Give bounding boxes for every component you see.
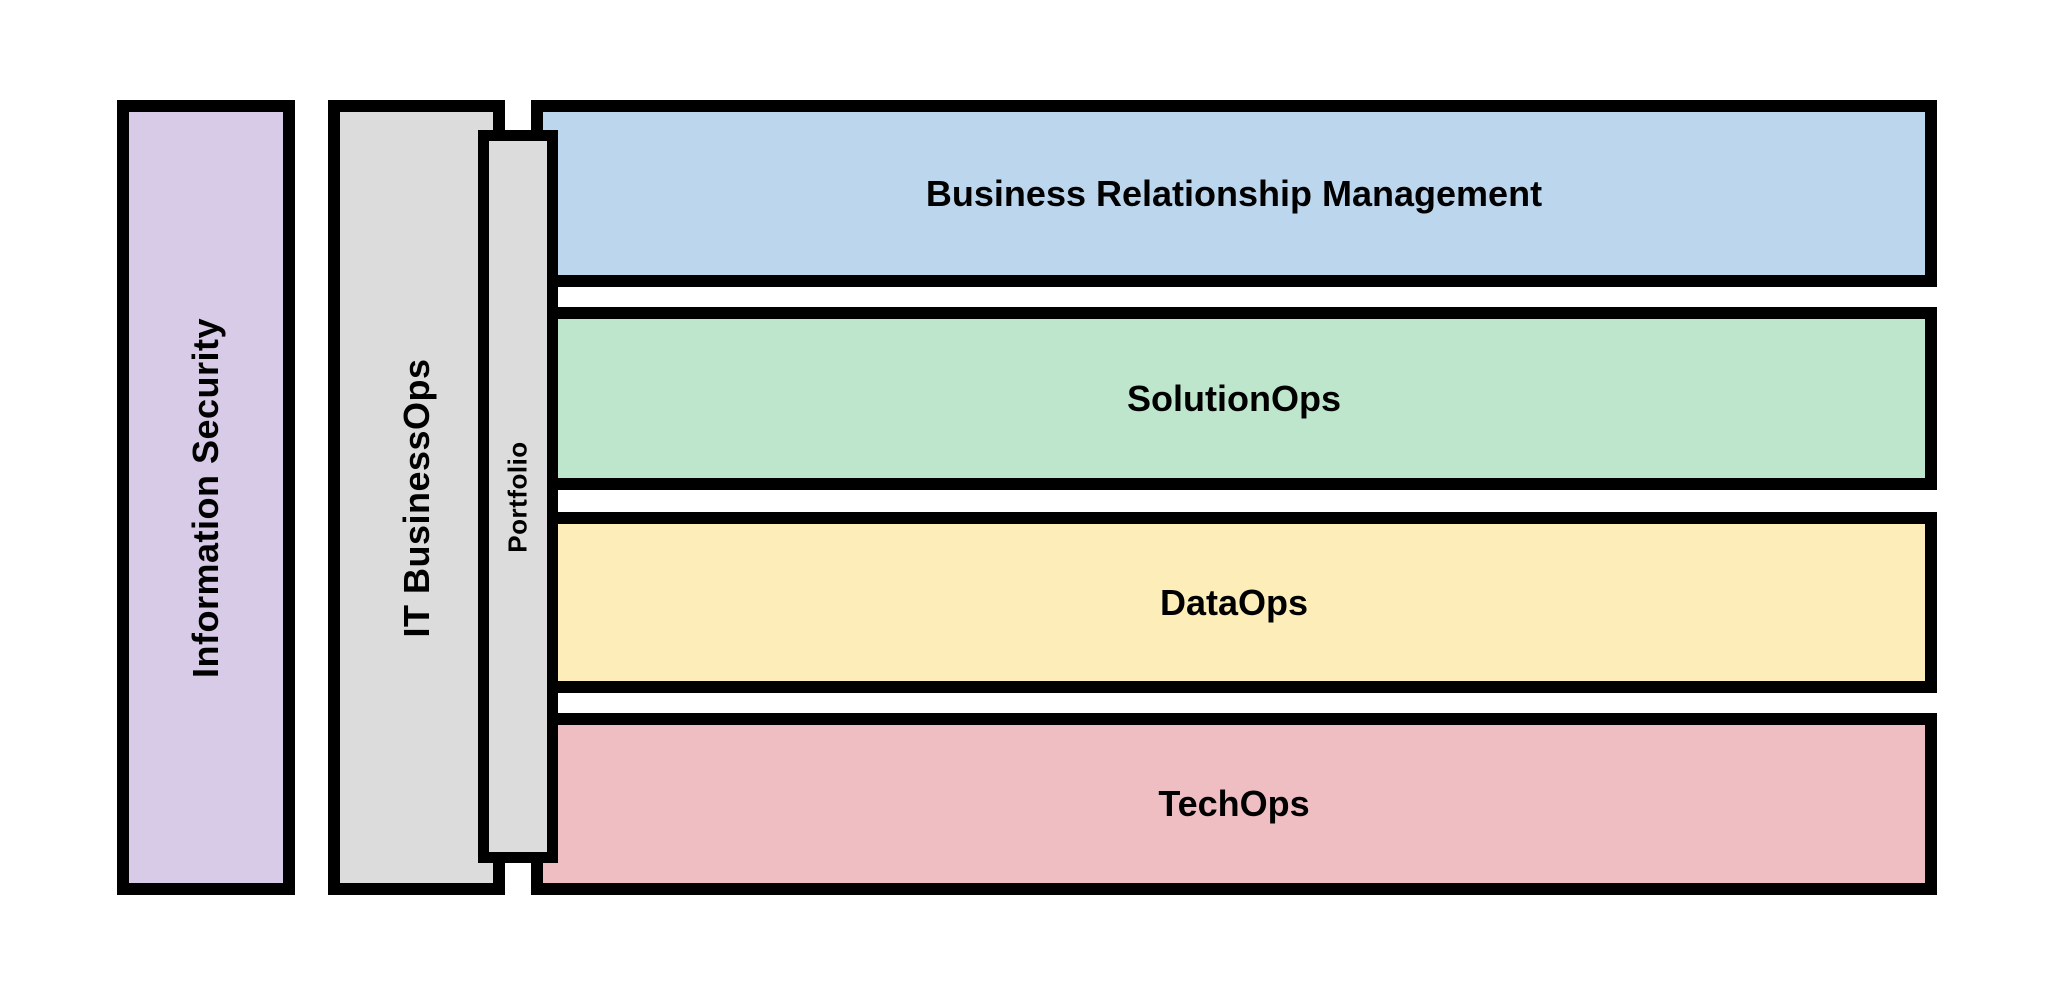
row-techops: TechOps: [531, 713, 1937, 895]
row-techops-label: TechOps: [1158, 783, 1310, 824]
row-solutionops-label: SolutionOps: [1127, 377, 1341, 419]
row-business-relationship-management: Business Relationship Management: [531, 100, 1937, 287]
information-security-column: Information Security: [117, 100, 295, 895]
row-business-relationship-management-label: Business Relationship Management: [925, 172, 1543, 214]
row-dataops-label: DataOps: [1159, 581, 1309, 623]
portfolio-column: Portfolio: [478, 130, 558, 863]
it-businessops-label: IT BusinessOps: [395, 357, 437, 638]
information-security-label: Information Security: [185, 317, 226, 678]
row-solutionops: SolutionOps: [531, 307, 1937, 490]
portfolio-label: Portfolio: [502, 440, 533, 553]
row-dataops: DataOps: [531, 512, 1937, 693]
